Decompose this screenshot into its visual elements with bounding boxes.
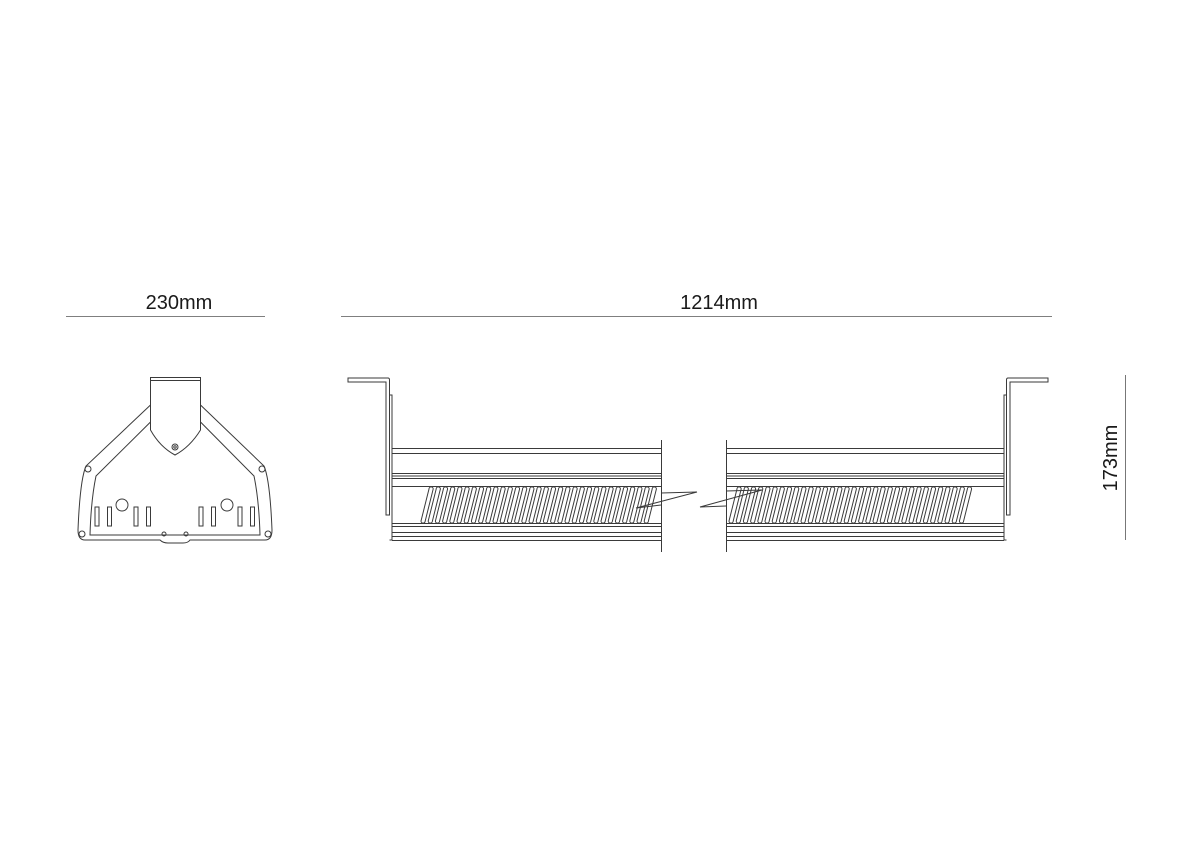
vent-slot: [858, 486, 872, 524]
vent-slot: [622, 486, 636, 524]
vent-slot: [829, 486, 843, 524]
vent-slot: [865, 486, 879, 524]
vent-slot: [499, 486, 513, 524]
vent-slot: [449, 486, 463, 524]
ventilation-slots: [420, 486, 973, 524]
vent-slot: [735, 486, 749, 524]
vent-slot: [728, 486, 742, 524]
left-mounting-bracket: [347, 377, 390, 516]
vent-slot: [800, 486, 814, 524]
vent-slot: [915, 486, 929, 524]
vent-slot: [442, 486, 456, 524]
vent-slot: [886, 486, 901, 524]
vent-slot: [836, 486, 850, 524]
vent-slot: [944, 486, 958, 524]
break-line-left: [635, 491, 698, 509]
vent-slot: [607, 486, 621, 524]
vent-slot: [850, 486, 865, 524]
vent-slot: [586, 486, 600, 524]
vent-slot: [814, 486, 829, 524]
vent-slot: [894, 486, 908, 524]
vent-slot: [958, 486, 973, 524]
vent-slot: [786, 486, 800, 524]
front-view: [347, 377, 1049, 552]
vent-slot: [485, 486, 499, 524]
vent-slot: [771, 486, 785, 524]
vent-slot: [951, 486, 965, 524]
vent-slot: [822, 486, 836, 524]
vent-slot: [470, 486, 485, 524]
length-label: 1214mm: [680, 292, 758, 314]
vent-slot: [843, 486, 857, 524]
vent-slot: [757, 486, 771, 524]
vent-slot: [456, 486, 470, 524]
vent-slot: [434, 486, 449, 524]
width-dimension: 230mm: [66, 292, 265, 317]
vent-slot: [521, 486, 535, 524]
width-label: 230mm: [146, 292, 213, 314]
vent-slot: [750, 486, 764, 524]
vent-slot: [807, 486, 821, 524]
vent-slot: [593, 486, 607, 524]
vent-slot: [550, 486, 564, 524]
height-label: 173mm: [1100, 425, 1122, 492]
vent-slot: [492, 486, 506, 524]
vent-slot: [514, 486, 528, 524]
vent-slot: [872, 486, 886, 524]
vent-slot: [506, 486, 521, 524]
vent-slot: [571, 486, 585, 524]
vent-slot: [901, 486, 915, 524]
vent-slot: [629, 486, 643, 524]
vent-slot: [420, 486, 434, 524]
vent-slot: [542, 486, 557, 524]
vent-slot: [643, 486, 657, 524]
vent-slot: [463, 486, 477, 524]
right-mounting-bracket: [1006, 377, 1049, 516]
break-line-right: [699, 489, 763, 508]
vent-slot: [908, 486, 922, 524]
end-view: [77, 377, 273, 544]
length-dimension: 1214mm: [341, 292, 1052, 317]
vent-slot: [614, 486, 629, 524]
vent-slot: [478, 486, 492, 524]
vent-slot: [564, 486, 578, 524]
vent-slot: [557, 486, 571, 524]
vent-slot: [778, 486, 793, 524]
vent-slot: [764, 486, 778, 524]
vent-slot: [600, 486, 614, 524]
vent-slot: [636, 486, 650, 524]
vent-slot: [535, 486, 549, 524]
vent-slot: [879, 486, 893, 524]
height-dimension: 173mm: [1100, 375, 1126, 540]
vent-slot: [528, 486, 542, 524]
vent-slot: [937, 486, 951, 524]
vent-slot: [922, 486, 937, 524]
vent-slot: [578, 486, 593, 524]
vent-slot: [427, 486, 441, 524]
vent-slot: [742, 486, 757, 524]
vent-slot: [930, 486, 944, 524]
vent-slot: [793, 486, 807, 524]
